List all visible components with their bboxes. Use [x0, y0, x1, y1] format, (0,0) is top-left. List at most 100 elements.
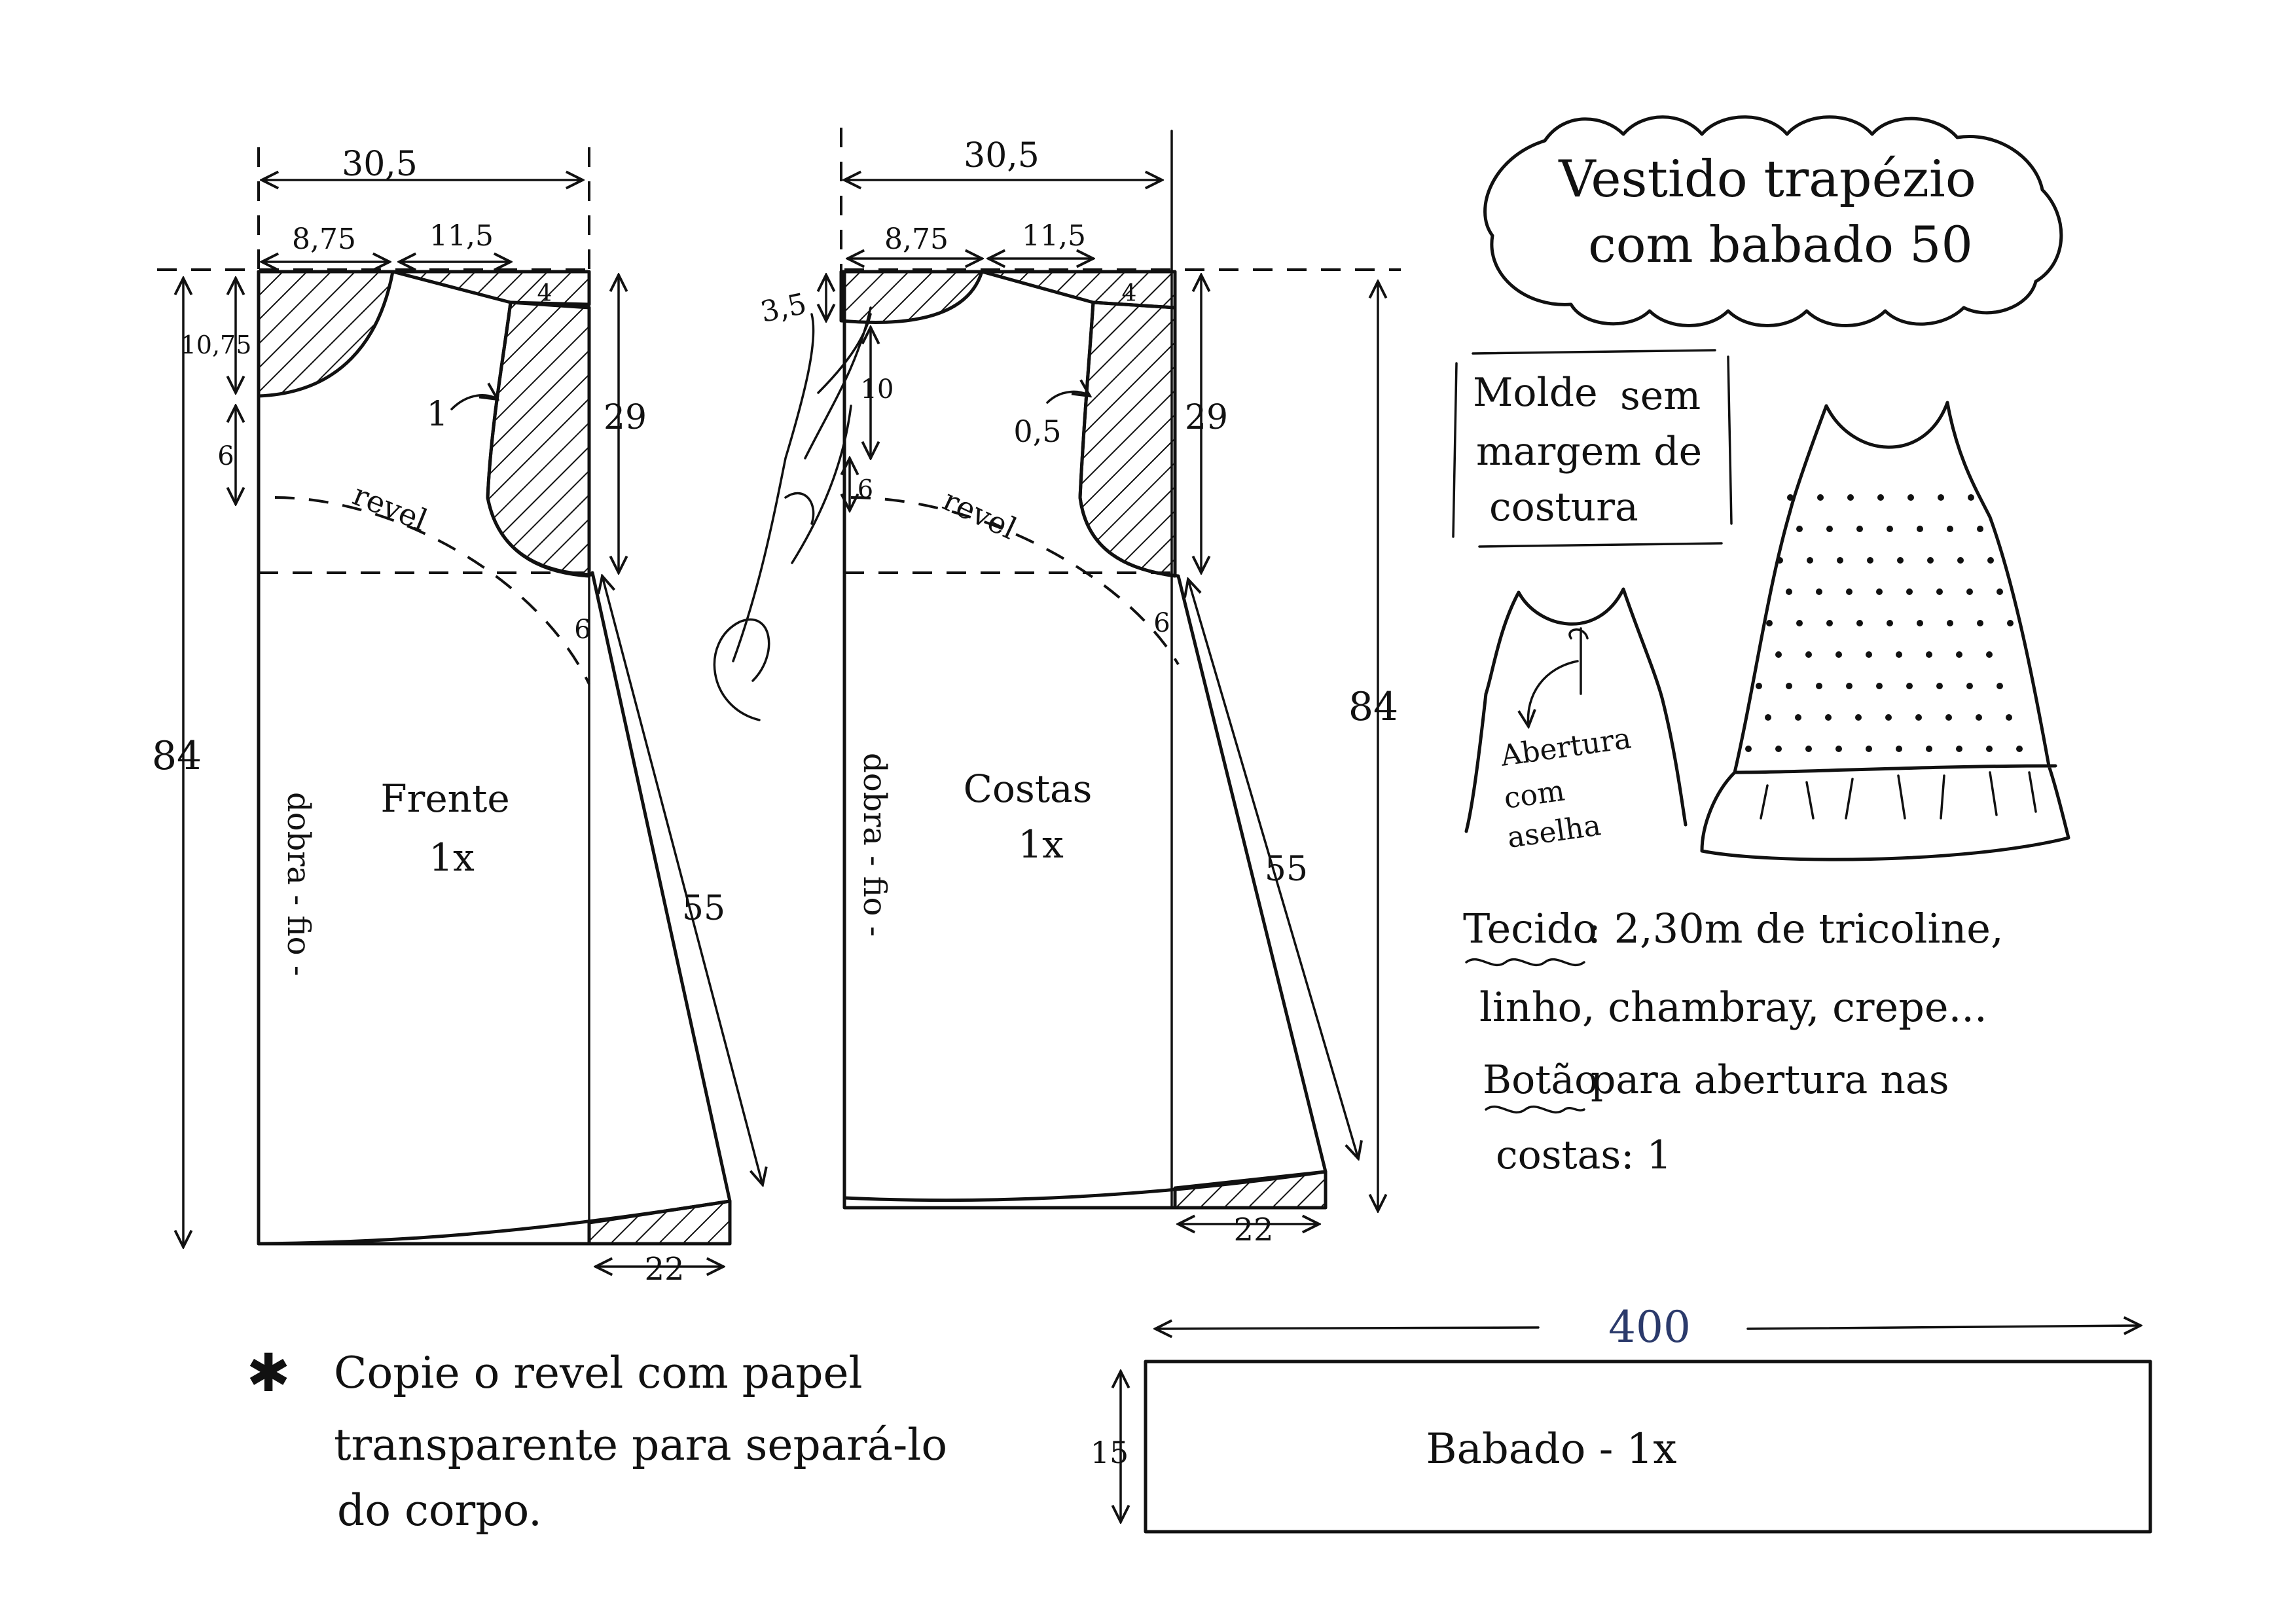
back-piece: 30,5 8,75 11,5 4 3,5 10 6 0,5 29 6 55 22…	[757, 128, 1401, 1248]
back-fold-label: dobra - fio -	[856, 753, 893, 937]
polka-dot	[1906, 683, 1913, 689]
dress-sketch-dots	[1745, 494, 2023, 752]
polka-dot	[1816, 588, 1822, 595]
polka-dot	[1907, 494, 1914, 501]
front-facing-label: revel	[348, 477, 433, 538]
polka-dot	[1936, 588, 1943, 595]
front-facing-extra-label: 6	[217, 441, 234, 471]
polka-dot	[1947, 620, 1953, 626]
front-armhole-line	[486, 300, 594, 577]
back-total-length-label: 84	[1348, 684, 1398, 730]
back-armhole-mark-arrow	[1046, 391, 1090, 404]
back-sketch-label-line1: Abertura	[1498, 722, 1633, 774]
ruffle-rectangle	[1144, 1360, 2152, 1534]
front-flare-label: 6	[574, 615, 590, 645]
front-neck-depth-label: 10,75	[181, 331, 252, 359]
back-neck-depth-label: 10	[861, 374, 894, 405]
polka-dot	[1915, 714, 1922, 721]
back-neck-facing-hatch	[839, 270, 984, 324]
polka-dot	[1775, 746, 1782, 752]
front-side-length-label: 55	[682, 889, 725, 928]
button-label: Botão	[1483, 1057, 1598, 1103]
ruffle-label: Babado - 1x	[1426, 1425, 1677, 1473]
polka-dot	[1795, 714, 1801, 721]
title-line2: com babado 50	[1588, 215, 1973, 274]
polka-dot	[1796, 620, 1803, 626]
polka-dot	[1936, 683, 1943, 689]
polka-dot	[1887, 526, 1893, 532]
polka-dot	[1986, 651, 1993, 658]
front-hem-curve	[257, 1199, 732, 1246]
polka-dot	[1805, 746, 1812, 752]
title-line1: Vestido trapézio	[1558, 150, 1976, 209]
back-sketch: Abertura com aselha	[1464, 587, 1688, 855]
polka-dot	[1927, 557, 1934, 564]
polka-dot	[1846, 588, 1852, 595]
note-line3: costura	[1489, 484, 1638, 530]
back-sketch-label-line2: com	[1502, 774, 1566, 815]
back-hem-curve	[842, 1170, 1328, 1202]
title-cloud: Vestido trapézio com babado 50	[1483, 115, 2063, 327]
dress-sketch-ruffle-folds	[1760, 771, 2037, 820]
polka-dot	[1846, 683, 1852, 689]
instruction-asterisk-icon: ✱	[246, 1343, 290, 1403]
polka-dot	[1926, 746, 1932, 752]
front-hem-hatch	[587, 1199, 732, 1246]
polka-dot	[1876, 588, 1883, 595]
front-shoulder-hatch	[391, 270, 591, 306]
ruffle-length-arrow-left	[1155, 1327, 1540, 1329]
back-side-length-label: 55	[1265, 850, 1308, 889]
back-side-length-arrow	[1188, 579, 1358, 1159]
materials-block: Tecido : 2,30m de tricoline, linho, cham…	[1463, 905, 2004, 1178]
polka-dot	[1987, 557, 1994, 564]
note-bracket-right	[1727, 355, 1733, 525]
polka-dot	[1938, 494, 1944, 501]
front-piece-count: 1x	[429, 835, 475, 880]
front-total-length-label: 84	[152, 733, 202, 779]
front-neck-width-label: 8,75	[292, 223, 356, 256]
back-shoulder-hatch	[980, 270, 1177, 310]
back-shoulder-label: 11,5	[1022, 219, 1086, 253]
instruction-line2: transparente para separá-lo	[334, 1420, 947, 1470]
polka-dot	[1756, 683, 1762, 689]
polka-dot	[2016, 746, 2023, 752]
back-sketch-label-line3: aselha	[1505, 808, 1602, 854]
note-bracket-bottom	[1478, 542, 1723, 548]
polka-dot	[1966, 588, 1973, 595]
button-label-underline	[1485, 1105, 1585, 1114]
polka-dot	[1957, 557, 1964, 564]
polka-dot	[1917, 620, 1923, 626]
ruffle-piece: 400 15 Babado - 1x	[1091, 1302, 2152, 1534]
fabric-line2: linho, chambray, crepe...	[1479, 983, 1987, 1031]
front-piece-name: Frente	[380, 776, 509, 821]
seam-note: Molde sem margem de costura	[1452, 349, 1733, 548]
front-armhole-mark-arrow	[450, 395, 497, 410]
front-facing-dashed	[274, 496, 590, 685]
polka-dot	[1855, 714, 1862, 721]
polka-dot	[1966, 683, 1973, 689]
polka-dot	[1896, 746, 1902, 752]
polka-dot	[1825, 714, 1832, 721]
polka-dot	[1997, 588, 2003, 595]
back-sketch-outline	[1464, 587, 1688, 833]
polka-dot	[1956, 651, 1962, 658]
dress-sketch-outline	[1700, 401, 2070, 861]
polka-dot	[2006, 714, 2012, 721]
polka-dot	[1897, 557, 1904, 564]
polka-dot	[1866, 651, 1872, 658]
polka-dot	[1986, 746, 1993, 752]
fabric-line1: : 2,30m de tricoline,	[1587, 905, 2004, 952]
polka-dot	[1906, 588, 1913, 595]
back-sketch-label-arrow	[1528, 660, 1579, 727]
back-neck-width-label: 8,75	[884, 223, 949, 256]
back-flare-label: 6	[1153, 608, 1170, 638]
note-bracket-left	[1452, 362, 1458, 538]
ruffle-length-label: 400	[1608, 1302, 1691, 1352]
polka-dot	[1856, 620, 1863, 626]
polka-dot	[1947, 526, 1953, 532]
front-width-label: 30,5	[342, 145, 418, 184]
note-line1: Molde	[1473, 370, 1598, 416]
back-piece-name: Costas	[964, 767, 1093, 811]
polka-dot	[1976, 714, 1982, 721]
back-facing-label: revel	[937, 482, 1022, 546]
